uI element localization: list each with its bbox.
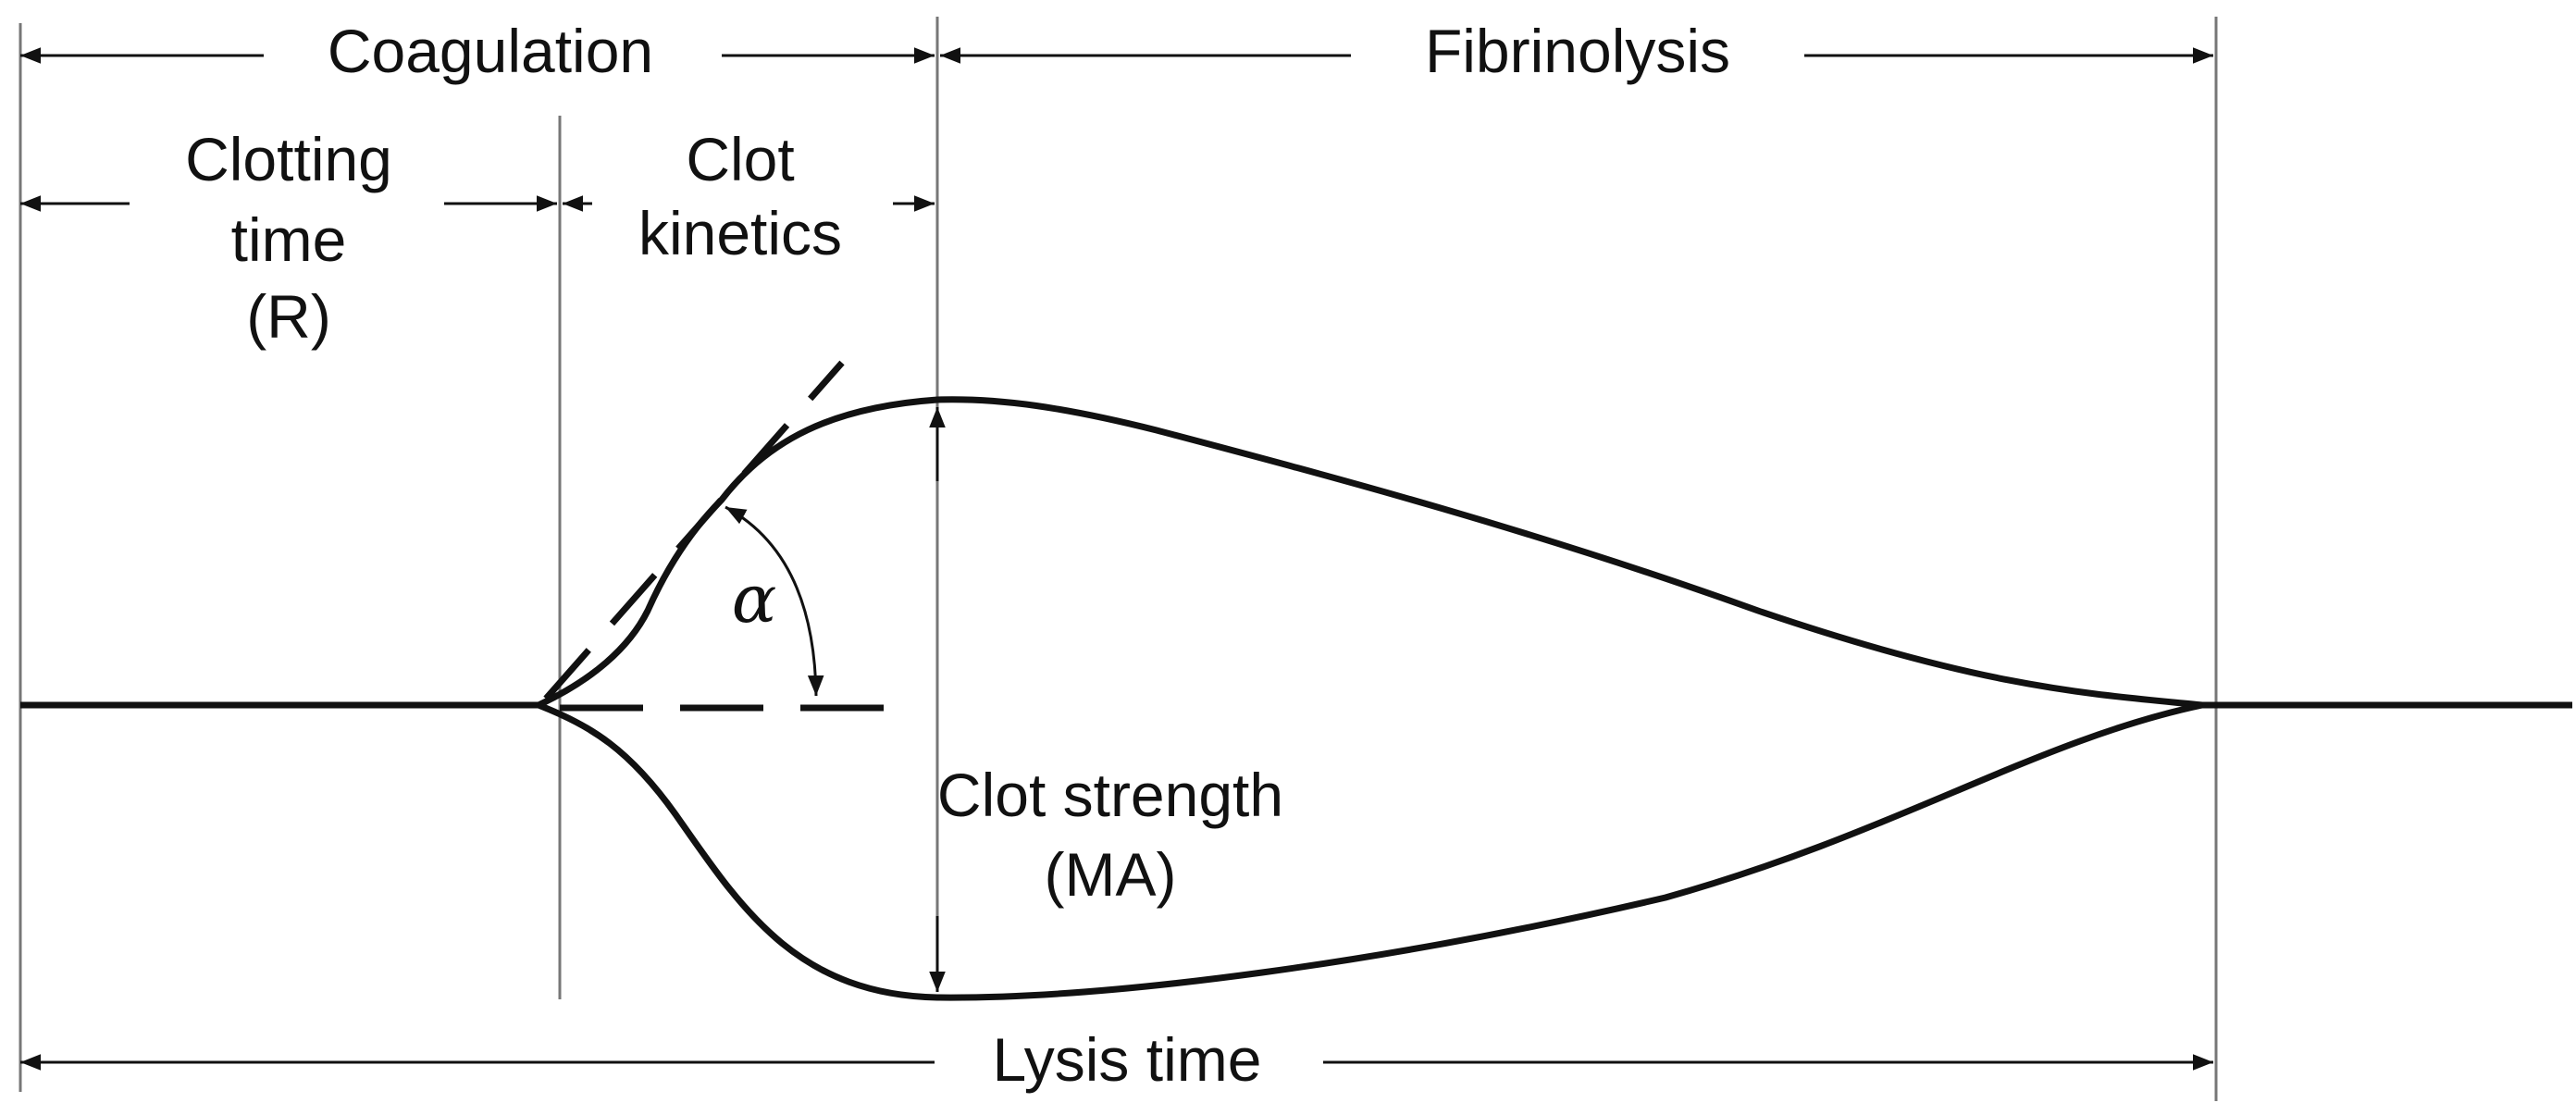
clotting-time-line2: time bbox=[231, 205, 347, 274]
lysis-time-label: Lysis time bbox=[993, 1025, 1262, 1094]
coagulation-span: Coagulation bbox=[20, 17, 935, 85]
tracing-lower-curve bbox=[537, 701, 2203, 1001]
alpha-angle-arc bbox=[724, 505, 824, 697]
clot-kinetics-line2: kinetics bbox=[638, 199, 842, 267]
tracing-upper-curve bbox=[537, 396, 2203, 709]
fibrinolysis-label: Fibrinolysis bbox=[1425, 17, 1730, 85]
clotting-time-line3: (R) bbox=[246, 282, 331, 351]
clotting-time-span: Clotting time (R) bbox=[20, 125, 557, 351]
clot-strength-line2: (MA) bbox=[1045, 840, 1177, 909]
alpha-tangent-dashed bbox=[543, 360, 845, 701]
coagulation-label: Coagulation bbox=[328, 17, 653, 85]
alpha-label: α bbox=[732, 560, 777, 638]
fibrinolysis-span: Fibrinolysis bbox=[940, 17, 2213, 85]
lysis-time-span: Lysis time bbox=[20, 1025, 2213, 1094]
clot-kinetics-line1: Clot bbox=[686, 125, 794, 193]
clotting-time-line1: Clotting bbox=[185, 125, 392, 193]
clot-kinetics-span: Clot kinetics bbox=[563, 125, 935, 267]
clot-strength-line1: Clot strength bbox=[937, 761, 1283, 829]
